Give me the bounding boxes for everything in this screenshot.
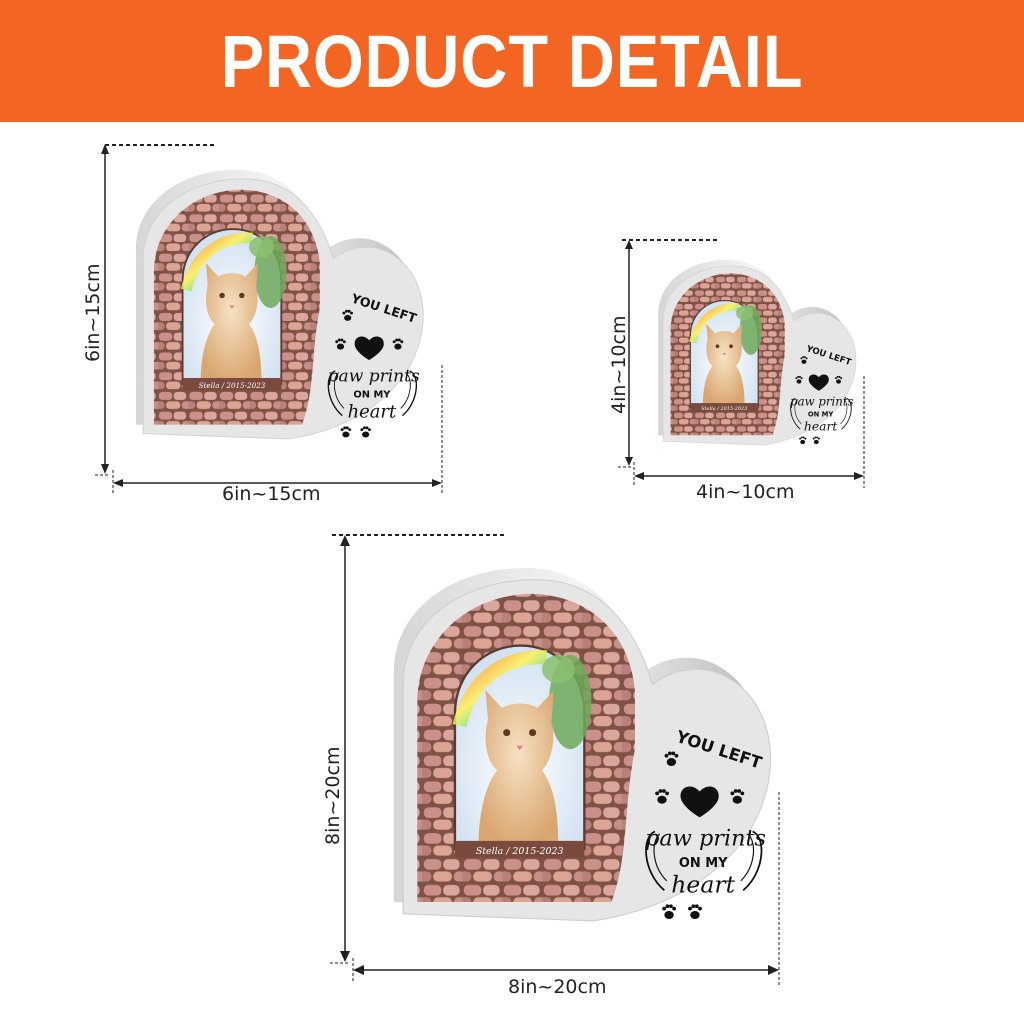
width-label: 8in~20cm [508, 976, 607, 998]
product-large: Stella / 2015-2023 YOU LEFT paw prints O… [322, 530, 800, 1000]
nameplate-text: Stella / 2015-2023 [701, 406, 747, 412]
dimension-lines [330, 534, 780, 985]
quote-line-2: paw prints [790, 395, 853, 409]
page-title: PRODUCT DETAIL [220, 19, 804, 103]
heart-plaque: Stella / 2015-2023 YOU LEFT paw prints O… [382, 565, 782, 945]
dimension-lines [618, 239, 865, 488]
height-label: 4in~10cm [608, 315, 630, 414]
height-label: 8in~20cm [322, 746, 344, 845]
quote-line-4: heart [348, 401, 397, 422]
quote-line-2: paw prints [645, 826, 766, 852]
heart-plaque: Stella / 2015-2023 YOU LEFT paw prints O… [127, 165, 432, 460]
heart-plaque: Stella / 2015-2023 YOU LEFT paw prints O… [652, 258, 862, 458]
height-label: 6in~15cm [82, 263, 104, 362]
header-banner: PRODUCT DETAIL [0, 0, 1024, 122]
dimension-lines [95, 144, 443, 495]
width-label: 6in~15cm [222, 483, 321, 505]
quote-line-3: ON MY [353, 390, 391, 401]
product-small: Stella / 2015-2023 YOU LEFT paw prints O… [608, 236, 878, 511]
quote-line-3: ON MY [808, 411, 834, 419]
product-medium: Stella / 2015-2023 YOU LEFT paw prints O… [82, 140, 455, 510]
nameplate-text: Stella / 2015-2023 [199, 381, 266, 390]
quote-line-2: paw prints [328, 367, 420, 387]
width-label: 4in~10cm [696, 481, 795, 503]
quote-line-4: heart [804, 419, 838, 433]
quote-line-4: heart [671, 871, 735, 899]
quote-line-3: ON MY [679, 856, 728, 871]
nameplate-text: Stella / 2015-2023 [476, 846, 564, 857]
